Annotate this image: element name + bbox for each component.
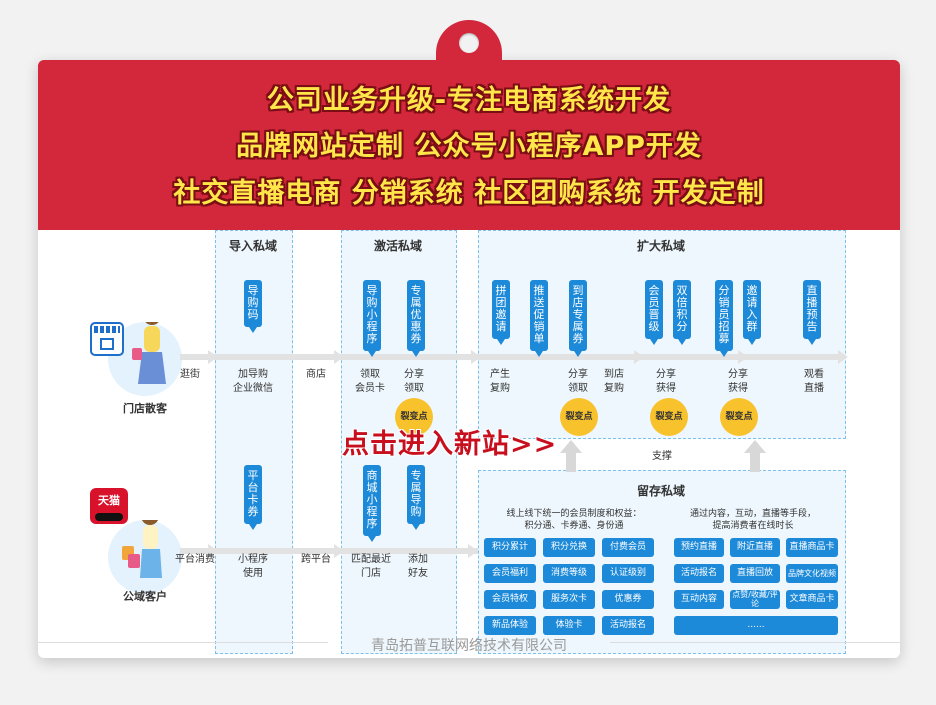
bottom-flow-line xyxy=(180,548,478,554)
bottom-arrow-3 xyxy=(468,544,478,558)
top-arrow-5 xyxy=(738,350,748,364)
stage-share-gain-2: 分享 获得 xyxy=(728,369,748,394)
tag-group-invite: 拼团邀请 xyxy=(492,280,510,345)
pill-new-product-trial: 新品体验 xyxy=(484,616,536,635)
headline-1: 公司业务升级-专注电商系统开发 xyxy=(266,85,672,116)
pill-live-product-card: 直播商品卡 xyxy=(786,538,838,557)
tag-live-preview: 直播预告 xyxy=(803,280,821,345)
tag-promo-push: 推送促销单 xyxy=(530,280,548,357)
retain-left-description: 线上线下统一的会员制度和权益： 积分通、卡券通、身份通 xyxy=(506,509,642,531)
stage-add-friend: 添加 好友 xyxy=(408,554,428,579)
company-name: 青岛拓普互联网络技术有限公司 xyxy=(371,638,567,654)
tag-join-group: 邀请入群 xyxy=(743,280,761,345)
stage-cross-platform: 跨平台 xyxy=(301,554,331,565)
tag-guide-miniprogram: 导购小程序 xyxy=(363,280,381,357)
stage-repurchase: 产生 复购 xyxy=(490,369,510,394)
store-customer-label: 门店散客 xyxy=(123,402,167,415)
top-arrow-2 xyxy=(334,350,344,364)
support-arrow-shaft-2 xyxy=(750,452,760,472)
stage-shop: 商店 xyxy=(306,369,326,380)
stage-match-nearest-store: 匹配最近 门店 xyxy=(351,554,391,579)
zone-activate xyxy=(341,230,457,654)
enter-new-site-link[interactable]: 点击进入新站>> xyxy=(342,429,558,460)
pill-verified-level: 认证级别 xyxy=(602,564,654,583)
pill-book-live: 预约直播 xyxy=(674,538,724,557)
pill-member-privilege: 会员特权 xyxy=(484,590,536,609)
retain-right-description: 通过内容，互动，直播等手段， 提高消费者在线时长 xyxy=(689,509,816,531)
tag-mall-miniprogram: 商城小程序 xyxy=(363,465,381,542)
top-arrow-1 xyxy=(208,350,218,364)
zone-expand-title: 扩大私域 xyxy=(636,239,685,253)
stage-share-receive-2: 分享 领取 xyxy=(568,369,588,394)
pill-article-product-card: 文章商品卡 xyxy=(786,590,838,609)
pill-interactive-content: 互动内容 xyxy=(674,590,724,609)
fission-point-3: 裂变点 xyxy=(650,398,688,436)
stage-store-repurchase: 到店 复购 xyxy=(604,369,624,394)
tag-member-upgrade: 会员晋级 xyxy=(645,280,663,345)
stage-share-receive: 分享 领取 xyxy=(404,369,424,394)
headline-2: 品牌网站定制 公众号小程序APP开发 xyxy=(236,131,702,162)
pill-service-card: 服务次卡 xyxy=(543,590,595,609)
stage-get-member-card: 领取 会员卡 xyxy=(355,369,385,394)
top-arrow-3 xyxy=(471,350,481,364)
pill-event-signup: 活动报名 xyxy=(602,616,654,635)
pill-spending-level: 消费等级 xyxy=(543,564,595,583)
pill-event-signup-2: 活动报名 xyxy=(674,564,724,583)
bottom-arrow-2 xyxy=(334,544,344,558)
diagram-card: 公司业务升级-专注电商系统开发 品牌网站定制 公众号小程序APP开发 社交直播电… xyxy=(38,60,900,658)
tag-double-points: 双倍积分 xyxy=(673,280,691,345)
stage-add-guide-wechat: 加导购 企业微信 xyxy=(233,369,273,394)
tmall-icon: 天猫 xyxy=(90,488,128,524)
tag-guide-code: 导购码 xyxy=(244,280,262,333)
pill-points-redeem: 积分兑换 xyxy=(543,538,595,557)
pill-trial-card: 体验卡 xyxy=(543,616,595,635)
fission-point-4: 裂变点 xyxy=(720,398,758,436)
public-customer-label: 公域客户 xyxy=(123,590,167,603)
stage-platform-purchase: 平台消费 xyxy=(175,554,215,565)
support-label: 支撑 xyxy=(652,451,672,462)
pill-brand-video: 品牌文化视频 xyxy=(786,564,838,583)
pill-member-benefit: 会员福利 xyxy=(484,564,536,583)
support-arrowhead-2 xyxy=(744,440,766,453)
fission-point-1: 裂变点 xyxy=(395,398,433,436)
footer-line-left xyxy=(38,642,328,643)
store-icon xyxy=(90,322,124,356)
zone-import-title: 导入私域 xyxy=(228,239,277,253)
stage-miniprogram-use: 小程序 使用 xyxy=(238,554,268,579)
zone-retain-title: 留存私域 xyxy=(636,484,685,498)
pill-like-fav-comment: 点赞/收藏/评论 xyxy=(730,590,780,609)
footer-line-right xyxy=(610,642,900,643)
pill-points-accumulate: 积分累计 xyxy=(484,538,536,557)
top-flow-arrowhead xyxy=(838,350,848,364)
zone-activate-title: 激活私域 xyxy=(373,239,422,253)
pill-more: ...... xyxy=(674,616,838,635)
pill-paid-member: 付费会员 xyxy=(602,538,654,557)
tmall-badge-label: 天猫 xyxy=(98,494,120,507)
tag-platform-coupon: 平台卡券 xyxy=(244,465,262,530)
top-arrow-4 xyxy=(634,350,644,364)
support-arrow-shaft-1 xyxy=(566,452,576,472)
tag-store-coupon: 到店专属券 xyxy=(569,280,587,357)
pill-coupon: 优惠券 xyxy=(602,590,654,609)
pill-nearby-live: 附近直播 xyxy=(730,538,780,557)
fission-point-2: 裂变点 xyxy=(560,398,598,436)
tag-exclusive-coupon: 专属优惠券 xyxy=(407,280,425,357)
bottom-arrow-1 xyxy=(208,544,218,558)
stage-stroll: 逛街 xyxy=(180,369,200,380)
tag-exclusive-guide: 专属导购 xyxy=(407,465,425,530)
top-flow-line xyxy=(180,354,840,360)
support-arrowhead-1 xyxy=(560,440,582,453)
hanging-hole xyxy=(459,33,479,53)
tag-distributor-recruit: 分销员招募 xyxy=(715,280,733,357)
header-banner: 公司业务升级-专注电商系统开发 品牌网站定制 公众号小程序APP开发 社交直播电… xyxy=(38,60,900,230)
pill-live-replay: 直播回放 xyxy=(730,564,780,583)
stage-watch-live: 观看 直播 xyxy=(804,369,824,394)
stage-share-gain: 分享 获得 xyxy=(656,369,676,394)
headline-3: 社交直播电商 分销系统 社区团购系统 开发定制 xyxy=(173,178,765,209)
